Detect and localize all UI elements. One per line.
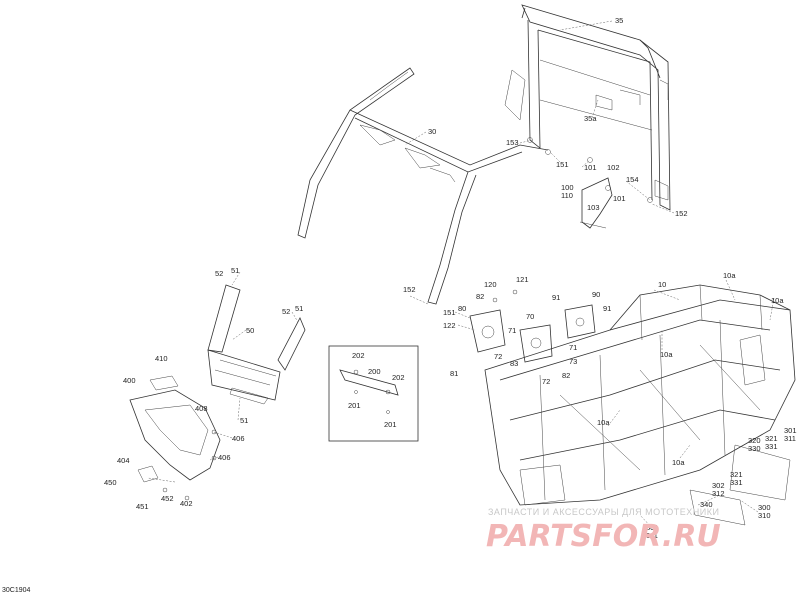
callout-label: 71 xyxy=(569,343,577,352)
callout-label: 10 xyxy=(658,280,666,289)
callout-label: 83 xyxy=(510,359,518,368)
callout-label: 311 xyxy=(646,531,658,540)
callout-label: 300 xyxy=(758,503,771,512)
callout-label: 451 xyxy=(136,502,149,511)
door-panel-part xyxy=(207,284,306,405)
leader-lines xyxy=(147,20,775,529)
front-bumper-part xyxy=(129,375,221,501)
detail-inset-box xyxy=(328,345,419,442)
watermark-logo: PARTSFOR.RU xyxy=(486,519,721,554)
callout-label: 90 xyxy=(592,290,600,299)
callout-label: 101 xyxy=(584,163,597,172)
callout-label: 52 xyxy=(215,269,223,278)
callout-label: 51 xyxy=(231,266,239,275)
callout-label: 91 xyxy=(552,293,560,302)
callout-label: 410 xyxy=(155,354,168,363)
callout-label: 450 xyxy=(104,478,117,487)
callout-label: 340 xyxy=(700,500,713,509)
callout-label: 301 xyxy=(784,426,797,435)
callout-label: 10a xyxy=(672,458,685,467)
callout-label: 35 xyxy=(615,16,623,25)
callout-label: 406 xyxy=(232,434,245,443)
rear-cab-frame-part xyxy=(504,4,671,211)
callout-label: 10a xyxy=(771,296,784,305)
callout-label: 122 xyxy=(443,321,456,330)
callout-label: 151 xyxy=(556,160,569,169)
callout-label: 35a xyxy=(584,114,597,123)
callout-label: 310 xyxy=(758,511,771,520)
callout-label: 153 xyxy=(506,138,519,147)
callout-label: 102 xyxy=(607,163,620,172)
callout-label: 152 xyxy=(675,209,688,218)
callout-label: 452 xyxy=(161,494,174,503)
callout-label: 50 xyxy=(246,326,254,335)
callout-label: 302 xyxy=(712,481,725,490)
callout-label: 331 xyxy=(765,442,778,451)
callout-label: 10a xyxy=(660,350,673,359)
callout-label: 52 xyxy=(282,307,290,316)
callout-label: 110 xyxy=(561,191,573,200)
callout-label: 330 xyxy=(748,444,761,453)
callout-label: 10a xyxy=(723,271,736,280)
callout-label: 321 xyxy=(730,470,743,479)
callout-label: 82 xyxy=(562,371,570,380)
main-chassis-frame-part xyxy=(484,284,796,526)
callout-label: 91 xyxy=(603,304,611,313)
callout-labels: 35 30 35a 153 151 101 102 154 100 110 10… xyxy=(104,16,797,540)
callout-label: 404 xyxy=(117,456,130,465)
callout-label: 100 xyxy=(561,183,574,192)
callout-label: 103 xyxy=(587,203,600,212)
callout-label: 120 xyxy=(484,280,497,289)
callout-label: 202 xyxy=(392,373,405,382)
callout-label: 321 xyxy=(765,434,778,443)
callout-label: 201 xyxy=(384,420,397,429)
callout-label: 51 xyxy=(295,304,303,313)
callout-label: 121 xyxy=(516,275,529,284)
callout-label: 331 xyxy=(730,478,743,487)
callout-label: 10a xyxy=(597,418,610,427)
diagram-code: 30C1904 xyxy=(2,587,31,594)
cab-bracket-part xyxy=(527,137,653,229)
mount-plates-part xyxy=(469,289,596,363)
watermark-tagline: ЗАПЧАСТИ И АКСЕССУАРЫ ДЛЯ МОТОТЕХНИКИ xyxy=(488,507,719,517)
callout-label: 200 xyxy=(368,367,381,376)
callout-label: 51 xyxy=(240,416,248,425)
callout-label: 154 xyxy=(626,175,639,184)
roll-cage-part xyxy=(297,67,549,305)
callout-label: 82 xyxy=(476,292,484,301)
watermark: ЗАПЧАСТИ И АКСЕССУАРЫ ДЛЯ МОТОТЕХНИКИ PA… xyxy=(486,507,721,554)
callout-label: 101 xyxy=(613,194,626,203)
callout-label: 402 xyxy=(180,499,193,508)
callout-label: 320 xyxy=(748,436,761,445)
callout-label: 400 xyxy=(123,376,136,385)
callout-label: 408 xyxy=(195,404,208,413)
callout-label: 301 xyxy=(646,523,659,532)
callout-label: 81 xyxy=(450,369,458,378)
callout-label: 72 xyxy=(542,377,550,386)
callout-label: 311 xyxy=(784,434,796,443)
callout-label: 72 xyxy=(494,352,502,361)
detail-bracket-part xyxy=(339,369,399,414)
callout-label: 70 xyxy=(526,312,534,321)
callout-label: 312 xyxy=(712,489,725,498)
callout-label: 202 xyxy=(352,351,365,360)
callout-label: 30 xyxy=(428,127,436,136)
callout-label: 151 xyxy=(443,308,456,317)
callout-label: 80 xyxy=(458,304,466,313)
callout-label: 71 xyxy=(508,326,516,335)
callout-label: 406 xyxy=(218,453,231,462)
callout-label: 73 xyxy=(569,357,577,366)
callout-label: 201 xyxy=(348,401,361,410)
callout-label: 152 xyxy=(403,285,416,294)
